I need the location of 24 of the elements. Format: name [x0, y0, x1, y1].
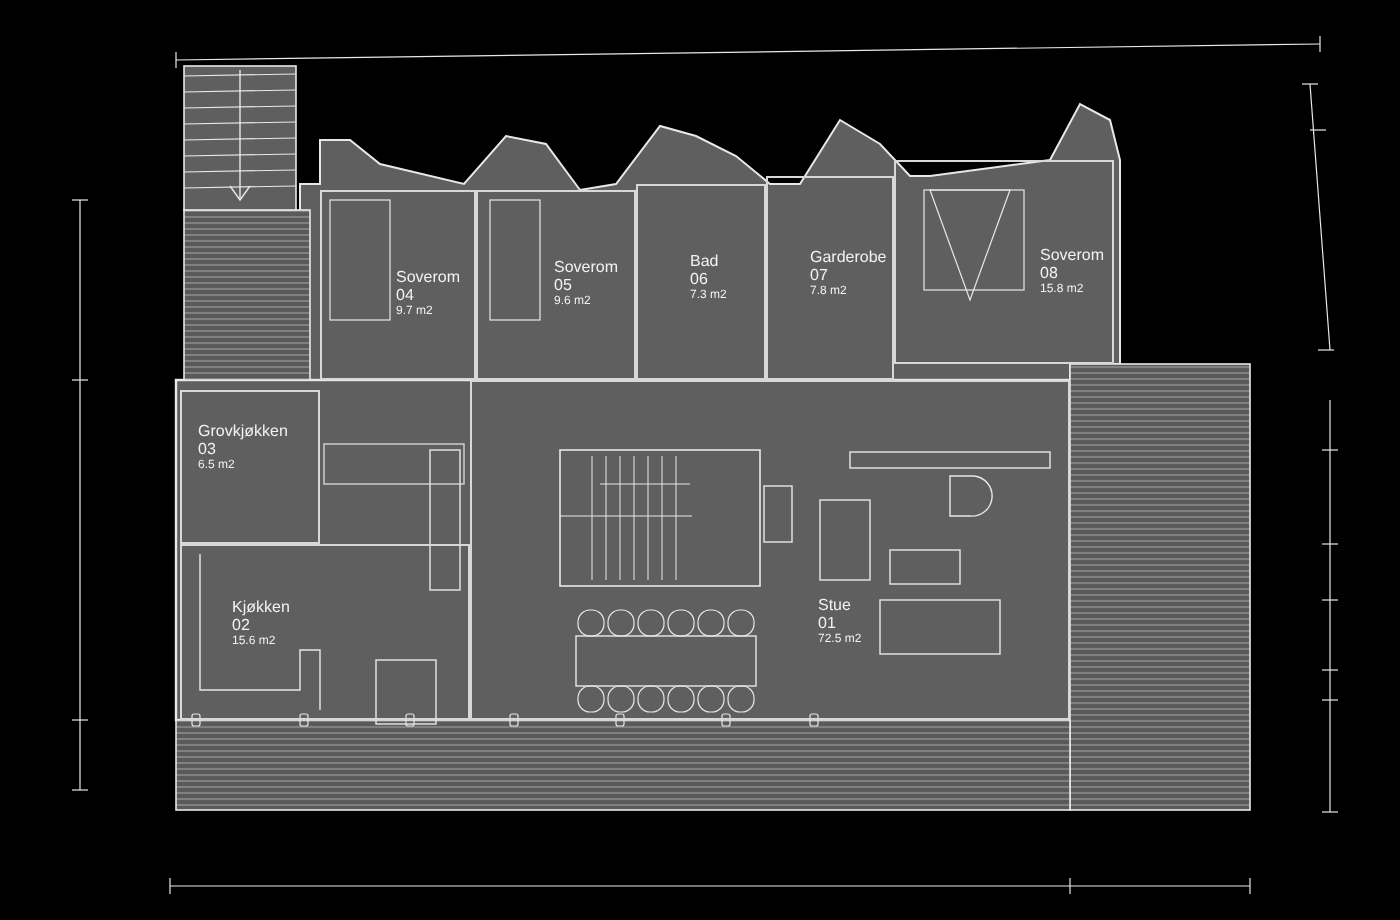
room-number: 07: [810, 266, 830, 284]
room-area-outline: [470, 380, 1070, 720]
room-number: 02: [232, 616, 252, 634]
room-name: Soverom: [554, 258, 619, 276]
room-number: 01: [818, 614, 838, 632]
room-number: 08: [1040, 264, 1060, 282]
room-area-outline: [180, 390, 320, 544]
room-area-outline: [180, 544, 470, 720]
room-number: 03: [198, 440, 218, 458]
room-number: 06: [690, 270, 710, 288]
room-area-outline: [636, 184, 766, 380]
room-area-outline: [320, 190, 476, 380]
room-area-outline: [766, 176, 894, 380]
room-name: Soverom: [1040, 246, 1105, 264]
room-area-outline: [476, 190, 636, 380]
room-name: Soverom: [396, 268, 461, 286]
room-name: Bad: [690, 252, 721, 270]
room-name: Garderobe: [810, 248, 887, 266]
room-name: Kjøkken: [232, 598, 290, 616]
room-number: 05: [554, 276, 574, 294]
room-area-outline: [894, 160, 1114, 364]
room-name: Stue: [818, 596, 853, 614]
room-number: 04: [396, 286, 416, 304]
room-name: Grovkjøkken: [198, 422, 288, 440]
